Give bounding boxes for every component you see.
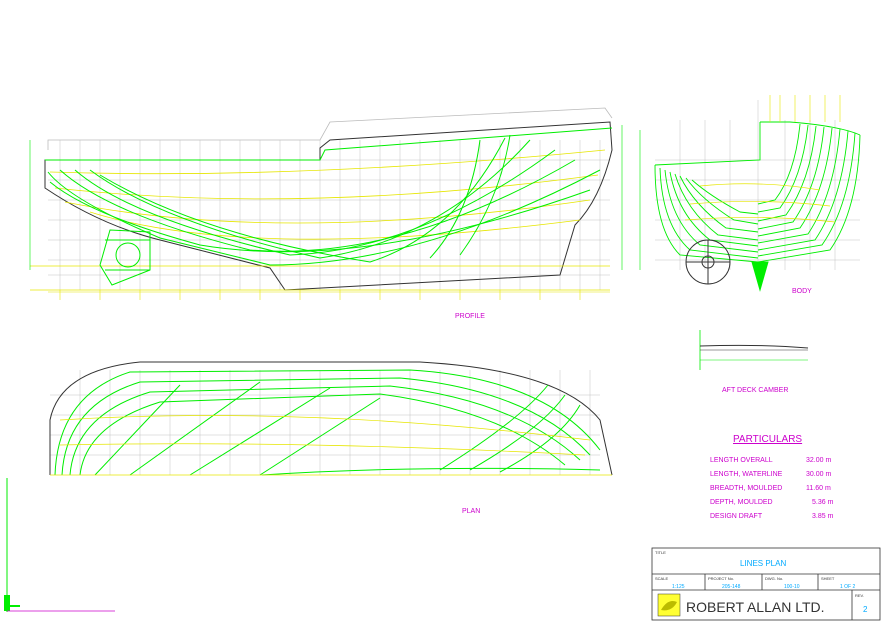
profile-waterlines xyxy=(30,149,610,291)
sheet-caption: SHEET xyxy=(821,576,835,581)
particulars-heading: PARTICULARS xyxy=(733,434,802,445)
particular-label: BREADTH, MOULDED xyxy=(710,485,782,492)
bulwark-outline xyxy=(47,107,613,150)
aft-deck-camber: AFT DECK CAMBER xyxy=(699,330,809,394)
rev-caption: REV. xyxy=(855,593,864,598)
body-sections xyxy=(654,121,861,263)
project-caption: PROJECT No. xyxy=(708,576,734,581)
particular-label: DEPTH, MOULDED xyxy=(710,499,773,506)
particular-value: 5.36 m xyxy=(812,499,834,506)
drawing-title: LINES PLAN xyxy=(740,559,786,568)
profile-label: PROFILE xyxy=(455,313,485,320)
particular-label: LENGTH OVERALL xyxy=(710,457,773,464)
dwg-caption: DWG. No. xyxy=(765,576,783,581)
particular-value: 3.85 m xyxy=(812,513,834,520)
body-label: BODY xyxy=(792,288,812,295)
plan-view: PLAN xyxy=(49,361,613,515)
particular-value: 11.60 m xyxy=(806,485,831,492)
particular-label: DESIGN DRAFT xyxy=(710,513,763,520)
project-value: 205-148 xyxy=(722,584,741,590)
body-view: BODY xyxy=(654,95,861,295)
rev-value: 2 xyxy=(863,605,868,614)
profile-buttocks xyxy=(45,127,613,266)
profile-view: PROFILE xyxy=(29,107,641,320)
profile-station-scale xyxy=(48,290,610,300)
scale-bar xyxy=(4,478,115,612)
title-block xyxy=(651,547,881,621)
hull-profile-outline xyxy=(44,121,613,291)
propeller-unit xyxy=(99,229,151,286)
particular-value: 32.00 m xyxy=(806,457,831,464)
particular-value: 30.00 m xyxy=(806,471,831,478)
plan-buttock-lines xyxy=(50,415,612,476)
body-waterlines xyxy=(684,183,836,223)
body-propeller xyxy=(685,239,769,292)
profile-grid xyxy=(48,140,610,290)
company-name: ROBERT ALLAN LTD. xyxy=(686,599,825,615)
particulars-table: PARTICULARS LENGTH OVERALL 32.00 m LENGT… xyxy=(710,434,834,520)
plan-waterline-curves xyxy=(54,369,601,476)
plan-deck-outline xyxy=(49,361,613,476)
camber-label: AFT DECK CAMBER xyxy=(722,387,788,394)
plan-grid xyxy=(50,370,600,475)
body-top-ticks xyxy=(769,95,841,122)
title-caption: TITLE xyxy=(655,550,666,555)
particular-label: LENGTH, WATERLINE xyxy=(710,471,783,478)
dwg-value: 100-10 xyxy=(784,584,800,590)
plan-label: PLAN xyxy=(462,508,480,515)
sheet-value: 1 OF 2 xyxy=(840,584,856,590)
scale-value: 1:125 xyxy=(672,584,685,590)
profile-dimension-lines xyxy=(29,125,641,270)
scale-caption: SCALE xyxy=(655,576,668,581)
